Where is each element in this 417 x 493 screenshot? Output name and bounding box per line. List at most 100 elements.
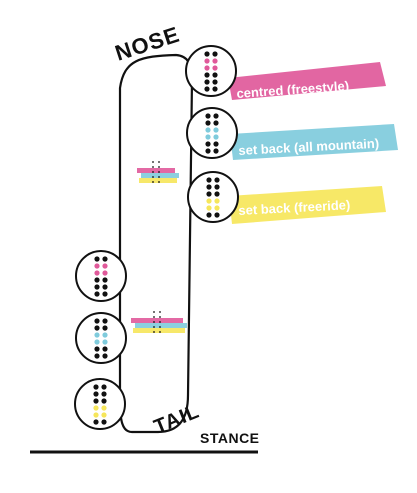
insert-dot bbox=[101, 412, 107, 418]
insert-badge-1 bbox=[186, 107, 238, 159]
insert-dot bbox=[204, 58, 210, 64]
insert-dot bbox=[204, 65, 210, 71]
insert-dot bbox=[205, 134, 211, 140]
insert-dot bbox=[212, 65, 218, 71]
indicator-dot bbox=[153, 321, 155, 323]
insert-dot bbox=[94, 353, 100, 359]
insert-dot bbox=[212, 58, 218, 64]
insert-dot bbox=[204, 86, 210, 92]
indicator-dot bbox=[153, 326, 155, 328]
insert-dot bbox=[101, 391, 107, 397]
insert-dot bbox=[213, 134, 219, 140]
indicator-dot bbox=[158, 171, 160, 173]
insert-dot bbox=[204, 72, 210, 78]
insert-dot bbox=[213, 120, 219, 126]
insert-dot bbox=[94, 277, 100, 283]
indicator-dot bbox=[159, 311, 161, 313]
indicator-dot bbox=[158, 181, 160, 183]
stance-label: STANCE bbox=[200, 430, 260, 446]
insert-dot bbox=[102, 353, 108, 359]
insert-dot bbox=[206, 191, 212, 197]
insert-dot bbox=[94, 318, 100, 324]
indicator-dot bbox=[152, 176, 154, 178]
indicator-dot bbox=[158, 176, 160, 178]
stance-indicator-0 bbox=[137, 161, 179, 183]
insert-dot bbox=[205, 120, 211, 126]
indicator-dot bbox=[159, 321, 161, 323]
insert-dot bbox=[93, 405, 99, 411]
insert-dot bbox=[213, 141, 219, 147]
highlight-swatch-0 bbox=[228, 62, 386, 100]
insert-badge-5 bbox=[74, 378, 126, 430]
highlight-swatch-1 bbox=[230, 124, 398, 160]
insert-dot bbox=[213, 127, 219, 133]
insert-badge-3 bbox=[75, 250, 127, 302]
insert-badge-0 bbox=[185, 45, 237, 97]
indicator-stripe bbox=[139, 178, 177, 183]
insert-dot bbox=[206, 212, 212, 218]
insert-badge-2 bbox=[187, 171, 239, 223]
insert-dot bbox=[212, 79, 218, 85]
insert-dot bbox=[205, 113, 211, 119]
insert-dot bbox=[206, 198, 212, 204]
indicator-dot bbox=[159, 331, 161, 333]
insert-dot bbox=[212, 51, 218, 57]
insert-dot bbox=[214, 198, 220, 204]
insert-badge-ring bbox=[187, 171, 239, 223]
insert-dot bbox=[213, 113, 219, 119]
insert-dot bbox=[102, 291, 108, 297]
insert-dot bbox=[102, 263, 108, 269]
insert-dot bbox=[206, 184, 212, 190]
indicator-dot bbox=[152, 166, 154, 168]
indicator-dot bbox=[152, 181, 154, 183]
insert-dot bbox=[204, 79, 210, 85]
insert-dot bbox=[213, 148, 219, 154]
insert-dot bbox=[94, 339, 100, 345]
highlight-swatch-2 bbox=[229, 186, 386, 224]
insert-dot bbox=[94, 284, 100, 290]
insert-dot bbox=[205, 148, 211, 154]
indicator-dot bbox=[152, 171, 154, 173]
insert-dot bbox=[94, 263, 100, 269]
insert-dot bbox=[214, 177, 220, 183]
insert-dot bbox=[101, 398, 107, 404]
indicator-stripe bbox=[141, 173, 179, 178]
indicator-dot bbox=[159, 326, 161, 328]
insert-dot bbox=[93, 419, 99, 425]
insert-badge-ring bbox=[75, 312, 127, 364]
insert-dot bbox=[93, 412, 99, 418]
insert-dot bbox=[214, 205, 220, 211]
insert-dot bbox=[102, 332, 108, 338]
insert-dot bbox=[214, 212, 220, 218]
insert-dot bbox=[102, 346, 108, 352]
insert-dot bbox=[101, 419, 107, 425]
insert-dot bbox=[93, 384, 99, 390]
indicator-stripe bbox=[131, 318, 183, 323]
insert-dot bbox=[102, 256, 108, 262]
indicator-stripe bbox=[137, 168, 175, 173]
stance-indicator-1 bbox=[131, 311, 187, 333]
indicator-dot bbox=[153, 316, 155, 318]
insert-dot bbox=[94, 291, 100, 297]
insert-badge-ring bbox=[186, 107, 238, 159]
insert-badge-ring bbox=[75, 250, 127, 302]
indicator-dot bbox=[159, 316, 161, 318]
insert-dot bbox=[102, 270, 108, 276]
insert-dot bbox=[93, 398, 99, 404]
insert-dot bbox=[214, 191, 220, 197]
insert-dot bbox=[205, 127, 211, 133]
insert-dot bbox=[102, 325, 108, 331]
insert-dot bbox=[205, 141, 211, 147]
insert-badge-ring bbox=[185, 45, 237, 97]
indicator-dot bbox=[152, 161, 154, 163]
indicator-dot bbox=[158, 166, 160, 168]
indicator-dot bbox=[153, 311, 155, 313]
insert-badge-ring bbox=[74, 378, 126, 430]
insert-dot bbox=[94, 270, 100, 276]
indicator-stripe bbox=[133, 328, 185, 333]
insert-dot bbox=[212, 72, 218, 78]
insert-dot bbox=[94, 332, 100, 338]
insert-dot bbox=[206, 177, 212, 183]
insert-dot bbox=[94, 346, 100, 352]
